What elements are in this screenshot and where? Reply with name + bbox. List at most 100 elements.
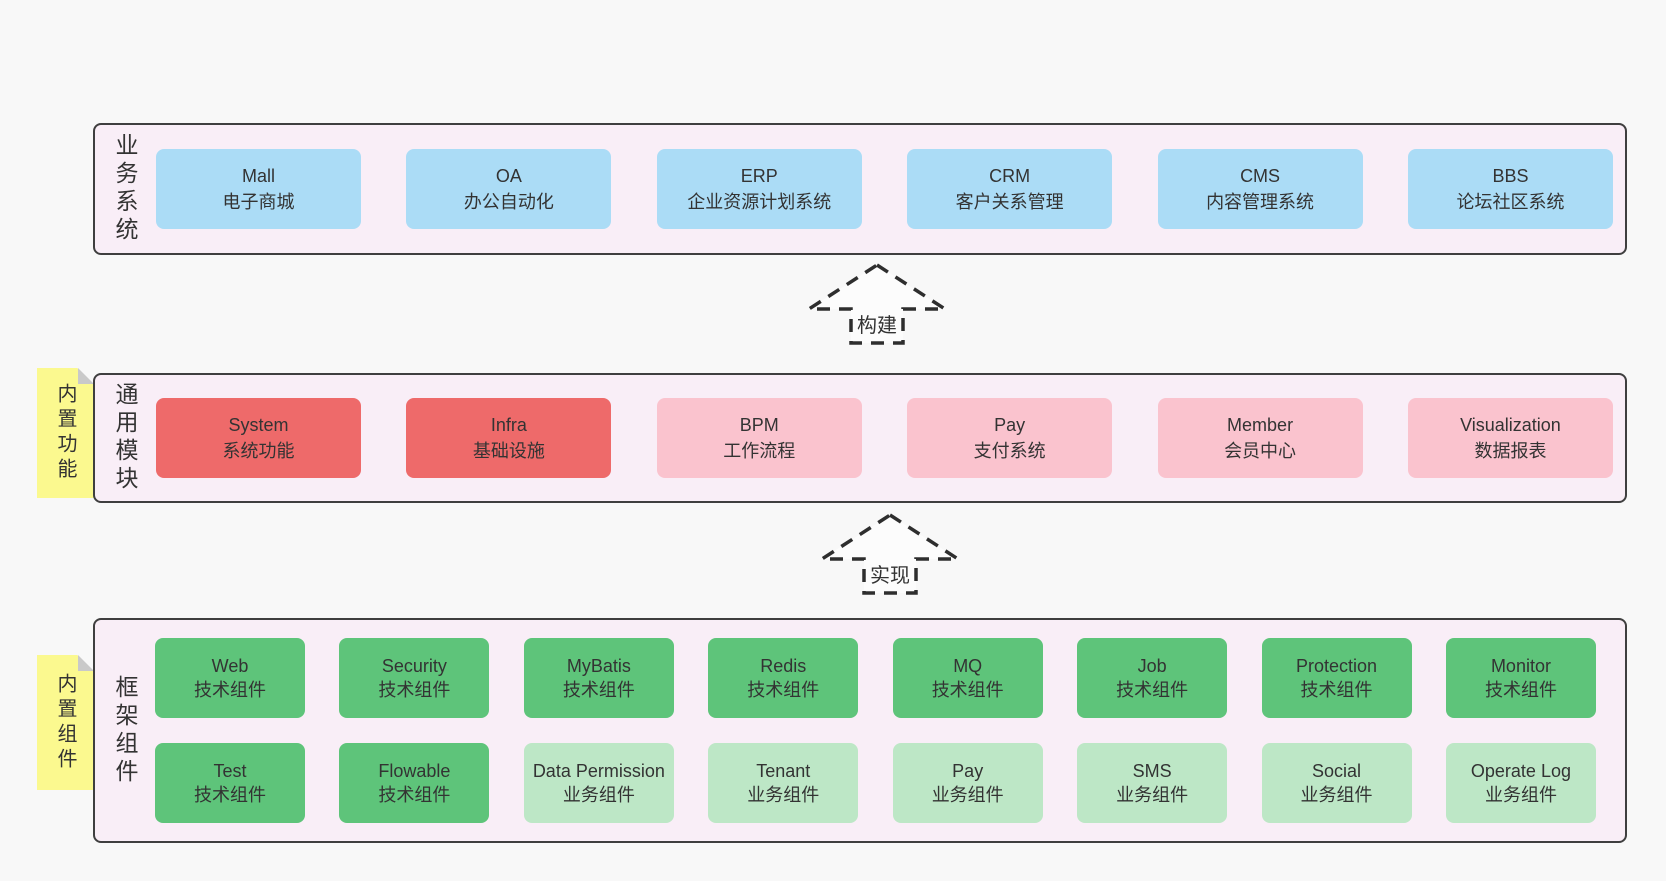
box-bbs: BBS 论坛社区系统 [1407, 149, 1613, 229]
band-title: 通用模块 [105, 375, 145, 501]
box-desc: 业务组件 [1300, 785, 1373, 805]
box-name: OA [495, 166, 522, 186]
box-name: CRM [989, 166, 1031, 186]
box-system: System 系统功能 [156, 398, 361, 478]
box-desc: 技术组件 [1484, 680, 1557, 700]
box-desc: 数据报表 [1474, 441, 1547, 461]
box-test: Test 技术组件 [155, 743, 305, 823]
box-bpm: BPM 工作流程 [656, 398, 862, 478]
box-sms: SMS 业务组件 [1077, 743, 1228, 823]
box-data-permission: Data Permission 业务组件 [523, 743, 674, 823]
band-title: 业务系统 [105, 125, 145, 253]
box-desc: 会员中心 [1224, 441, 1297, 461]
box-name: Redis [760, 656, 807, 676]
box-desc: 内容管理系统 [1206, 192, 1315, 212]
sticky-note-builtin-components: 内置组件 [37, 655, 94, 790]
box-mall: Mall 电子商城 [156, 149, 361, 229]
box-name: Web [211, 656, 249, 676]
box-name: SMS [1132, 761, 1172, 781]
band-title-text: 通用模块 [112, 382, 138, 494]
arrow-build: 构建 [806, 262, 948, 346]
box-name: Member [1227, 415, 1294, 435]
box-cms: CMS 内容管理系统 [1157, 149, 1363, 229]
box-desc: 技术组件 [378, 785, 451, 805]
box-social: Social 业务组件 [1261, 743, 1412, 823]
band-boxes: Web 技术组件 Security 技术组件 MyBatis 技术组件 Redi… [155, 620, 1596, 841]
box-desc: 业务组件 [562, 785, 635, 805]
band-title-text: 业务系统 [112, 133, 138, 245]
tech-components-row: Web 技术组件 Security 技术组件 MyBatis 技术组件 Redi… [155, 638, 1596, 718]
box-desc: 系统功能 [222, 441, 295, 461]
box-name: Job [1137, 656, 1167, 676]
box-desc: 企业资源计划系统 [687, 192, 832, 212]
box-name: Protection [1296, 656, 1378, 676]
arrow-implement: 实现 [819, 512, 961, 596]
band-title: 框架组件 [105, 620, 145, 841]
box-member: Member 会员中心 [1157, 398, 1363, 478]
sticky-note-label: 内置功能 [54, 383, 76, 483]
box-protection: Protection 技术组件 [1261, 638, 1412, 718]
arrow-build-label: 构建 [854, 309, 900, 338]
box-desc: 业务组件 [1116, 785, 1189, 805]
box-redis: Redis 技术组件 [708, 638, 859, 718]
box-desc: 技术组件 [931, 680, 1004, 700]
band-boxes: System 系统功能 Infra 基础设施 BPM 工作流程 Pay 支付系统… [156, 375, 1613, 501]
box-erp: ERP 企业资源计划系统 [656, 149, 862, 229]
box-job: Job 技术组件 [1077, 638, 1228, 718]
box-crm: CRM 客户关系管理 [907, 149, 1113, 229]
box-name: Test [213, 761, 247, 781]
sticky-note-builtin-features: 内置功能 [37, 368, 94, 498]
biz-components-row: Test 技术组件 Flowable 技术组件 Data Permission … [155, 743, 1596, 823]
band-title-text: 框架组件 [112, 674, 138, 787]
box-name: Visualization [1460, 415, 1561, 435]
box-desc: 技术组件 [1116, 680, 1189, 700]
box-name: CMS [1240, 166, 1281, 186]
box-desc: 论坛社区系统 [1456, 192, 1565, 212]
box-desc: 业务组件 [747, 785, 820, 805]
box-mq: MQ 技术组件 [892, 638, 1043, 718]
box-name: MyBatis [566, 656, 631, 676]
box-name: Infra [490, 415, 527, 435]
box-desc: 电子商城 [222, 192, 295, 212]
box-desc: 业务组件 [1484, 785, 1557, 805]
box-desc: 办公自动化 [463, 192, 554, 212]
box-name: Pay [994, 415, 1026, 435]
box-oa: OA 办公自动化 [406, 149, 612, 229]
box-infra: Infra 基础设施 [406, 398, 612, 478]
band-common-modules: 通用模块 System 系统功能 Infra 基础设施 BPM 工作流程 Pay… [93, 373, 1627, 503]
box-desc: 技术组件 [378, 680, 451, 700]
box-desc: 业务组件 [931, 785, 1004, 805]
box-name: Tenant [756, 761, 811, 781]
box-desc: 基础设施 [472, 441, 545, 461]
band-boxes: Mall 电子商城 OA 办公自动化 ERP 企业资源计划系统 CRM 客户关系… [156, 125, 1613, 253]
dashed-up-arrow-icon [819, 512, 961, 595]
box-desc: 工作流程 [723, 441, 796, 461]
box-security: Security 技术组件 [339, 638, 490, 718]
box-pay-module: Pay 支付系统 [907, 398, 1113, 478]
box-desc: 客户关系管理 [955, 192, 1064, 212]
box-desc: 支付系统 [973, 441, 1046, 461]
box-name: Operate Log [1470, 761, 1571, 781]
box-name: BPM [739, 415, 779, 435]
box-desc: 技术组件 [747, 680, 820, 700]
band-business-systems: 业务系统 Mall 电子商城 OA 办公自动化 ERP 企业资源计划系统 CRM… [93, 123, 1627, 255]
box-name: Social [1312, 761, 1362, 781]
box-operate-log: Operate Log 业务组件 [1445, 743, 1596, 823]
box-flowable: Flowable 技术组件 [339, 743, 490, 823]
dashed-up-arrow-icon [806, 262, 948, 345]
box-desc: 技术组件 [194, 680, 266, 700]
box-name: Data Permission [532, 761, 665, 781]
box-desc: 技术组件 [1300, 680, 1373, 700]
box-visualization: Visualization 数据报表 [1407, 398, 1613, 478]
box-desc: 技术组件 [562, 680, 635, 700]
box-name: MQ [953, 656, 983, 676]
box-mybatis: MyBatis 技术组件 [523, 638, 674, 718]
box-name: Flowable [378, 761, 451, 781]
box-name: System [228, 415, 289, 435]
band-framework-components: 框架组件 Web 技术组件 Security 技术组件 MyBatis 技术组件… [93, 618, 1627, 843]
box-monitor: Monitor 技术组件 [1445, 638, 1596, 718]
box-name: Mall [241, 166, 275, 186]
box-name: BBS [1492, 166, 1529, 186]
box-name: Pay [952, 761, 984, 781]
